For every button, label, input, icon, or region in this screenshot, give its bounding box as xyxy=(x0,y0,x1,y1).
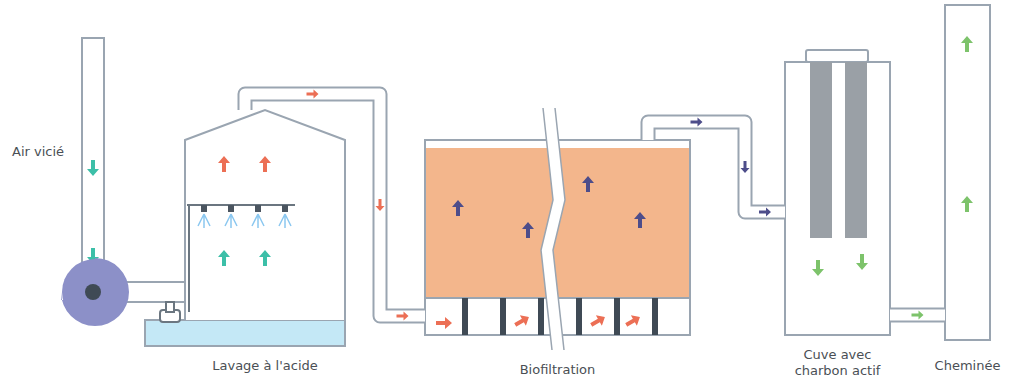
duct-pipe xyxy=(890,311,945,320)
unit-label: Cuve avec charbon actif xyxy=(779,347,897,379)
unit-label: Lavage à l'acide xyxy=(212,358,318,374)
chimney-stack: Cheminée xyxy=(945,5,990,340)
unit-label: Biofiltration xyxy=(520,362,596,378)
biofilter-tank: Biofiltration xyxy=(425,140,690,335)
unit-label: Cheminée xyxy=(935,358,1001,374)
duct-pipe xyxy=(648,118,785,217)
duct-pipe xyxy=(245,90,425,321)
acid-scrubber-tower: Lavage à l'acide xyxy=(185,110,345,320)
carbon-vessel: Cuve avec charbon actif xyxy=(785,62,890,335)
inlet-label: Air vicié xyxy=(12,144,64,160)
